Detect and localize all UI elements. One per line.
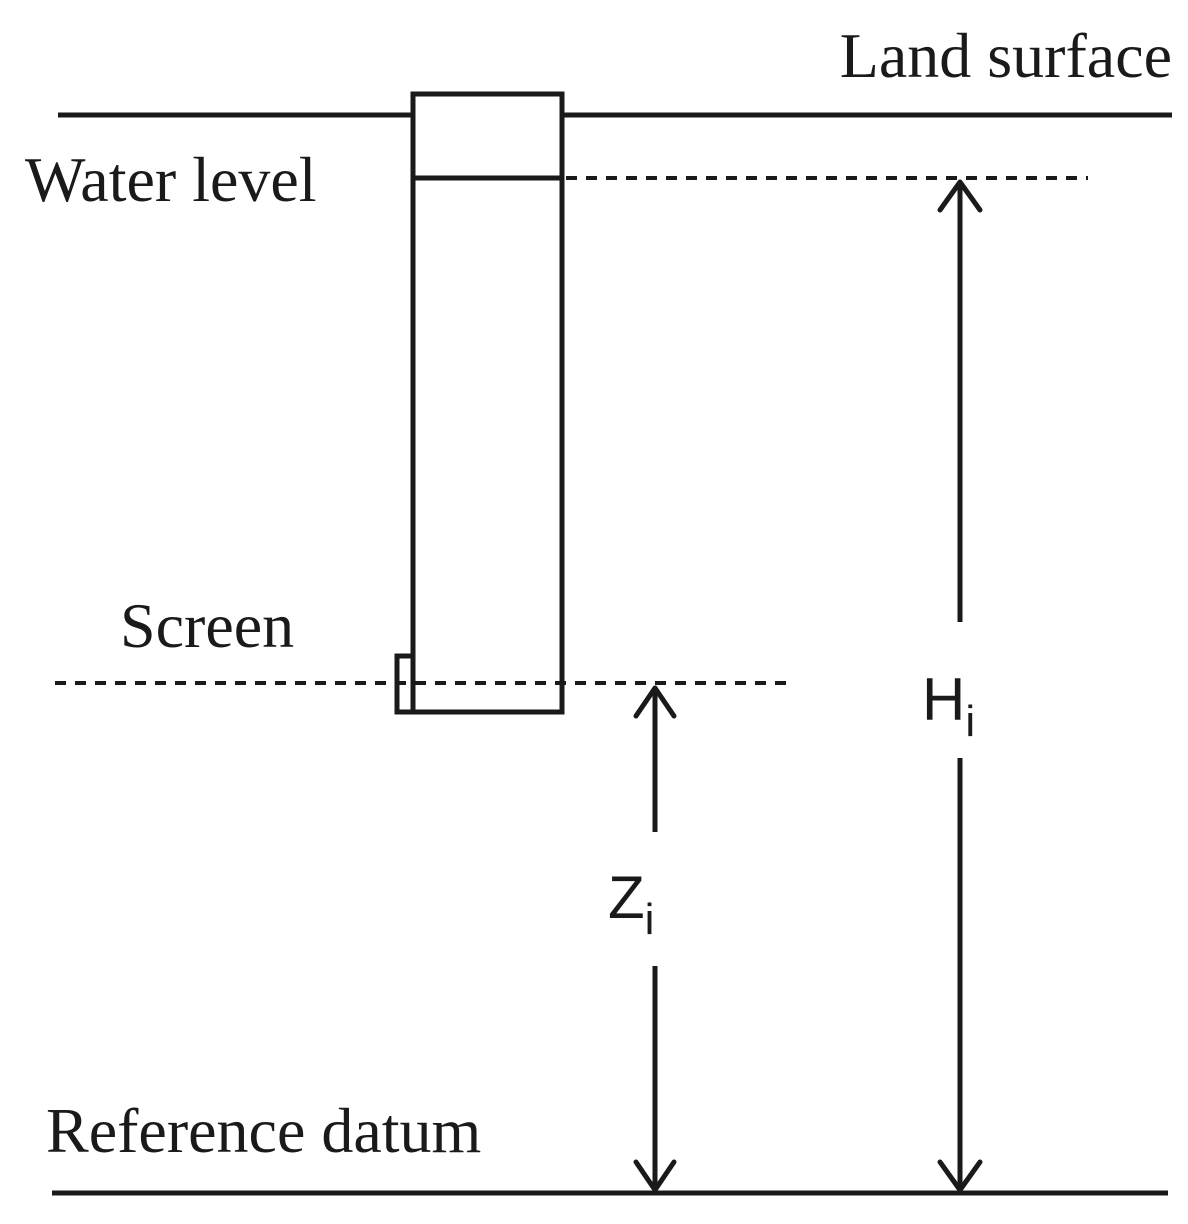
- h-subscript: i: [965, 697, 975, 746]
- h-arrow-bottom-head: [937, 1159, 983, 1193]
- h-symbol: H: [922, 666, 965, 733]
- z-symbol: Z: [608, 864, 645, 931]
- reference-datum-label: Reference datum: [46, 1095, 481, 1166]
- land-surface-label: Land surface: [840, 20, 1172, 91]
- z-variable-label: Zi: [608, 864, 654, 944]
- z-arrow-top-head: [633, 685, 677, 719]
- water-level-label: Water level: [25, 144, 317, 215]
- z-subscript: i: [645, 895, 655, 944]
- z-arrow-bottom-head: [633, 1159, 677, 1193]
- well-casing: [410, 91, 565, 715]
- h-arrow-top-head: [937, 179, 983, 213]
- h-variable-label: Hi: [922, 666, 975, 746]
- screen-label: Screen: [120, 590, 294, 661]
